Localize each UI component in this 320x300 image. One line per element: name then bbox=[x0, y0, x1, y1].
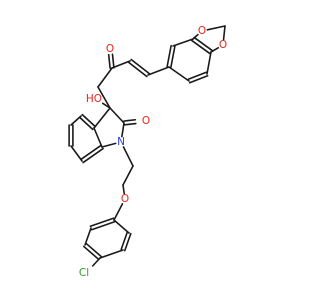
single-bond-line bbox=[210, 46, 220, 53]
double-bond-line bbox=[82, 147, 104, 164]
single-bond-line bbox=[109, 107, 125, 124]
single-bond-line bbox=[101, 142, 117, 148]
single-bond-line bbox=[113, 203, 124, 221]
atom-label-o: HO bbox=[86, 93, 102, 105]
double-bond-line bbox=[120, 231, 129, 251]
double-bond-line bbox=[130, 58, 150, 75]
double-bond-line bbox=[85, 242, 103, 258]
single-bond-line bbox=[172, 38, 194, 47]
double-bond-line bbox=[128, 61, 148, 78]
atom-label-cl: Cl bbox=[79, 267, 89, 279]
double-bond-line bbox=[107, 53, 111, 69]
atom-label-o: O bbox=[219, 39, 227, 51]
double-bond-line bbox=[111, 53, 115, 69]
double-bond-line bbox=[166, 44, 172, 68]
single-bond-line bbox=[122, 184, 126, 195]
single-bond-line bbox=[206, 25, 226, 31]
single-bond-line bbox=[97, 67, 113, 88]
double-bond-line bbox=[191, 39, 211, 55]
atom-label-o: O bbox=[121, 193, 129, 205]
single-bond-line bbox=[192, 33, 199, 40]
double-bond-line bbox=[81, 113, 97, 128]
single-bond-line bbox=[111, 60, 131, 69]
single-bond-line bbox=[99, 249, 124, 259]
single-bond-line bbox=[122, 165, 134, 186]
double-bond-line bbox=[90, 220, 116, 231]
atom-label-n: N bbox=[117, 136, 125, 148]
double-bond-line bbox=[89, 217, 115, 228]
double-bond-line bbox=[123, 122, 137, 126]
molecule-structure-diagram: O O O HO O N O Cl bbox=[68, 25, 227, 279]
double-bond-line bbox=[193, 36, 213, 52]
single-bond-line bbox=[121, 122, 125, 138]
single-bond-line bbox=[206, 51, 212, 75]
double-bond-line bbox=[188, 74, 209, 84]
atom-label-o: O bbox=[106, 43, 114, 55]
single-bond-line bbox=[97, 86, 111, 109]
double-bond-line bbox=[170, 45, 176, 69]
atom-label-o: O bbox=[198, 25, 206, 37]
double-bond-line bbox=[82, 245, 100, 261]
single-bond-line bbox=[70, 145, 83, 162]
single-bond-line bbox=[122, 146, 134, 167]
double-bond-line bbox=[122, 118, 137, 122]
atom-label-o: O bbox=[142, 115, 150, 127]
single-bond-line bbox=[222, 25, 226, 41]
single-bond-line bbox=[93, 127, 103, 148]
double-bond-line bbox=[80, 144, 102, 161]
double-bond-line bbox=[187, 71, 208, 81]
double-bond-line bbox=[78, 116, 94, 131]
atom-label-layer: O O O HO O N O Cl bbox=[79, 25, 227, 279]
single-bond-line bbox=[70, 115, 82, 126]
single-bond-line bbox=[147, 66, 170, 76]
bond-layer bbox=[68, 25, 226, 267]
single-bond-line bbox=[113, 219, 130, 234]
single-bond-line bbox=[168, 66, 190, 82]
single-bond-line bbox=[91, 257, 101, 267]
double-bond-line bbox=[123, 232, 132, 252]
single-bond-line bbox=[93, 107, 111, 129]
single-bond-line bbox=[84, 227, 92, 246]
single-bond-line bbox=[101, 102, 111, 109]
